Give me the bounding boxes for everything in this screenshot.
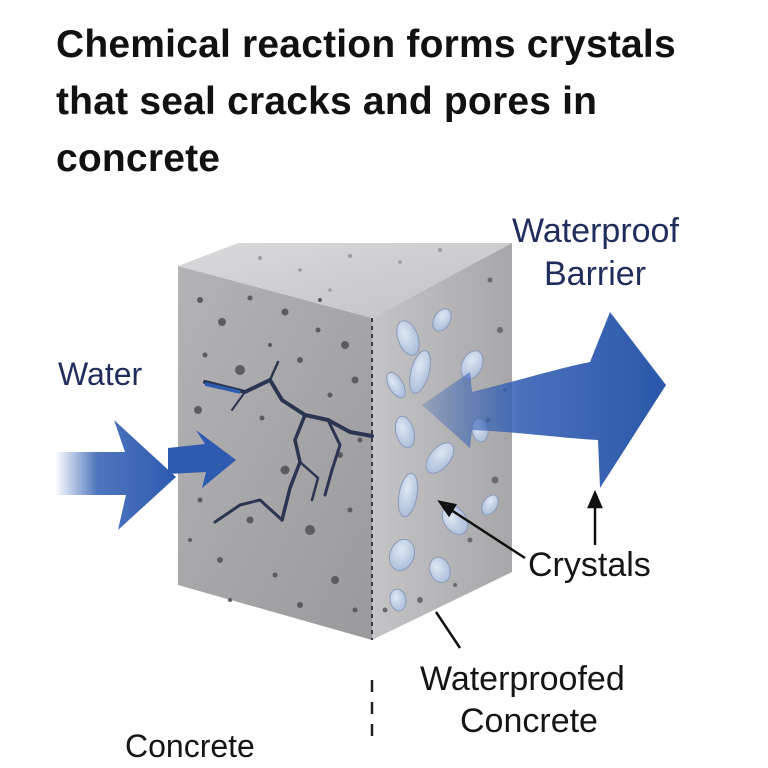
label-crystals: Crystals <box>528 546 651 584</box>
label-waterproofed-concrete-line2: Concrete <box>460 702 598 740</box>
label-water: Water <box>58 356 143 392</box>
label-concrete: Concrete <box>125 728 255 764</box>
diagram-title: Chemical reaction forms crystals that se… <box>56 23 676 180</box>
front-pores <box>188 295 363 613</box>
block-front-face <box>178 266 372 640</box>
water-pointer-line <box>204 382 241 394</box>
barrier-arrow <box>422 312 666 488</box>
crack <box>203 360 374 524</box>
crystals <box>386 308 499 612</box>
label-waterproof-barrier-line1: Waterproof <box>512 212 679 250</box>
label-waterproof-barrier-line2: Barrier <box>544 255 647 293</box>
water-inner-arrow <box>168 430 236 488</box>
top-pores <box>258 248 442 292</box>
pointer-lines <box>434 489 603 649</box>
water-arrow <box>55 420 176 530</box>
label-waterproofed-concrete-line1: Waterproofed <box>420 660 625 698</box>
block-top-face <box>178 243 512 318</box>
